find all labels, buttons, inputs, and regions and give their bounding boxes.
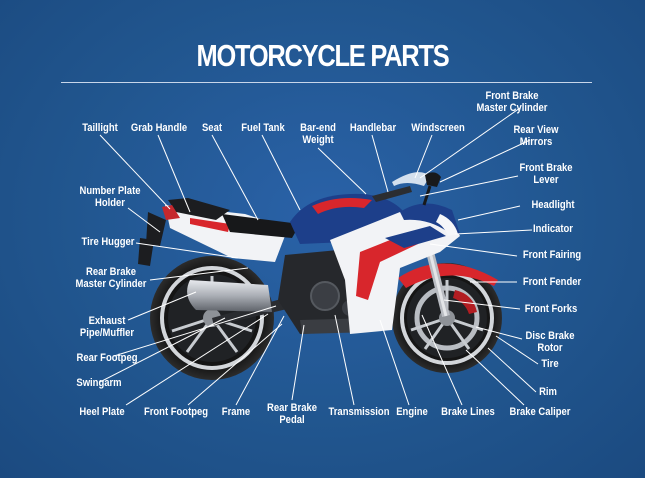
label-brake-caliper: Brake Caliper [509, 406, 571, 418]
label-engine: Engine [396, 406, 428, 418]
title-divider [61, 82, 592, 83]
label-rear-view-mirrors: Rear View Mirrors [513, 124, 559, 148]
front-fairing-shape [330, 212, 460, 334]
label-grab-handle: Grab Handle [130, 122, 188, 134]
exhaust-shape [187, 280, 272, 312]
label-tire: Tire [541, 358, 559, 370]
label-exhaust-pipe-muffler: Exhaust Pipe/Muffler [79, 315, 135, 339]
label-disc-brake-rotor: Disc Brake Rotor [525, 330, 575, 354]
label-indicator: Indicator [533, 223, 573, 235]
label-brake-lines: Brake Lines [441, 406, 495, 418]
label-fuel-tank: Fuel Tank [241, 122, 285, 134]
label-front-fender: Front Fender [522, 276, 582, 288]
label-bar-end-weight: Bar-end Weight [300, 122, 336, 146]
front-fender-shape [398, 263, 498, 288]
label-frame: Frame [221, 406, 251, 418]
label-front-forks: Front Forks [524, 303, 578, 315]
label-taillight: Taillight [82, 122, 118, 134]
label-front-brake-master-cylinder: Front Brake Master Cylinder [476, 90, 548, 114]
label-rear-brake-master-cylinder: Rear Brake Master Cylinder [75, 266, 147, 290]
label-heel-plate: Heel Plate [79, 406, 125, 418]
label-swingarm: Swingarm [76, 377, 122, 389]
label-front-fairing: Front Fairing [522, 249, 582, 261]
label-headlight: Headlight [531, 199, 575, 211]
label-rear-brake-pedal: Rear Brake Pedal [267, 402, 317, 426]
label-tire-hugger: Tire Hugger [81, 236, 135, 248]
label-seat: Seat [202, 122, 222, 134]
label-rim: Rim [539, 386, 557, 398]
mirror-shape [422, 172, 441, 206]
diagram-title: MOTORCYCLE PARTS [196, 38, 450, 73]
label-front-brake-lever: Front Brake Lever [519, 162, 573, 186]
label-transmission: Transmission [328, 406, 390, 418]
label-handlebar: Handlebar [349, 122, 397, 134]
label-windscreen: Windscreen [411, 122, 465, 134]
label-rear-footpeg: Rear Footpeg [76, 352, 138, 364]
label-front-footpeg: Front Footpeg [143, 406, 209, 418]
label-number-plate-holder: Number Plate Holder [79, 185, 141, 209]
handlebar-shape [372, 186, 412, 202]
